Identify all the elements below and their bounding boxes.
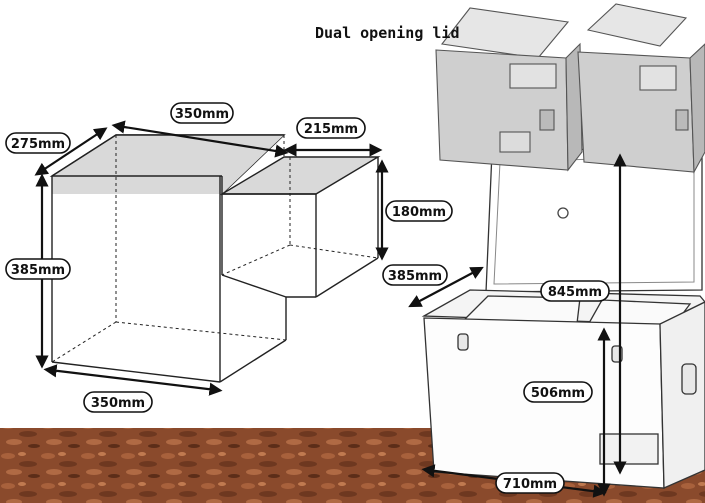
svg-text:385mm: 385mm [388,269,442,284]
lid-vent-icon [557,207,569,219]
svg-text:845mm: 845mm [548,285,602,300]
svg-text:506mm: 506mm [531,386,585,401]
label-top-depth: 275mm [5,132,71,154]
fridge-illustration [421,145,705,489]
svg-text:180mm: 180mm [392,205,446,220]
volume-diagram [49,134,381,383]
diagram-title: Dual opening lid [315,24,460,42]
fridge-thumbnail-left [435,7,583,172]
label-fridge-body-height: 506mm [523,381,593,403]
arrow-fridge-depth [408,266,484,308]
arrow-bottom-width [43,364,223,396]
label-fridge-lid-height: 845mm [540,280,610,302]
side-handle-icon [681,363,697,395]
label-fridge-depth: 385mm [382,264,448,286]
svg-text:215mm: 215mm [304,122,358,137]
handle-left-icon [457,333,469,351]
svg-text:350mm: 350mm [91,396,145,411]
label-left-height: 385mm [5,258,71,280]
fridge-thumbnail-right [577,3,705,175]
label-bottom-width: 350mm [83,391,153,413]
label-fridge-width: 710mm [495,472,565,494]
control-panel [599,433,659,465]
arrow-top-depth [34,127,108,176]
label-top-width: 350mm [170,102,234,124]
label-right-width: 215mm [296,117,366,139]
svg-text:385mm: 385mm [11,263,65,278]
svg-text:710mm: 710mm [503,477,557,492]
label-right-height: 180mm [385,200,453,222]
svg-text:350mm: 350mm [175,107,229,122]
arrow-top-width [111,120,289,158]
svg-text:275mm: 275mm [11,137,65,152]
